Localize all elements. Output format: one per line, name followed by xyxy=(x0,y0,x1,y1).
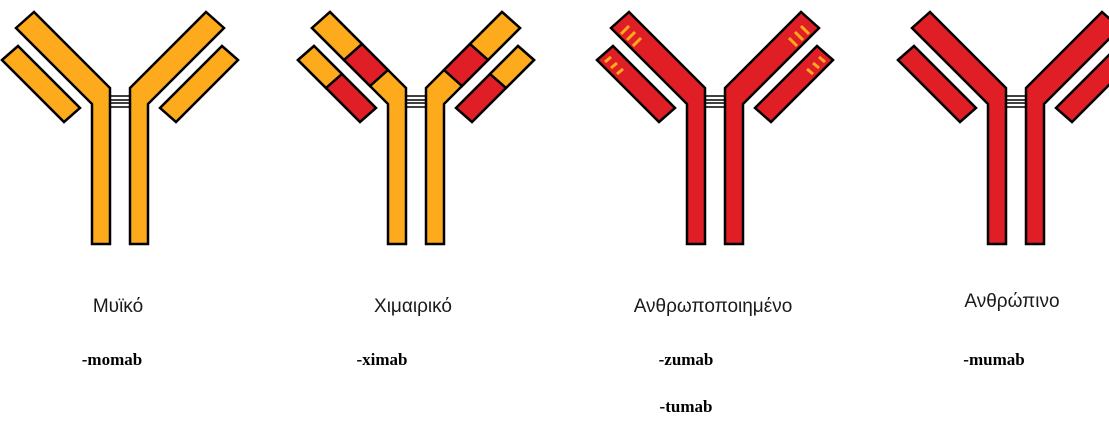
chimeric-antibody-figure xyxy=(296,0,536,260)
human-antibody-figure xyxy=(896,0,1109,260)
humanized-suffix-tumab: -tumab xyxy=(660,397,713,417)
humanized-suffix-zumab: -zumab xyxy=(659,350,714,370)
human-suffix: -mumab xyxy=(963,350,1024,370)
heavy-chain-right xyxy=(130,12,224,244)
mouse-antibody-figure xyxy=(0,0,240,260)
chimeric-suffix: -ximab xyxy=(357,350,408,370)
heavy-chain-left xyxy=(611,12,705,244)
heavy-chain-right xyxy=(725,12,819,244)
heavy-chain-right xyxy=(1026,12,1109,244)
heavy-chain-left xyxy=(912,12,1006,244)
human-label: Ανθρώπινο xyxy=(964,291,1059,313)
mouse-suffix: -momab xyxy=(82,350,142,370)
heavy-chain-left xyxy=(16,12,110,244)
humanized-label: Ανθρωποποιημένο xyxy=(634,296,793,318)
mouse-label: Μυϊκό xyxy=(93,296,143,318)
humanized-antibody-figure xyxy=(595,0,835,260)
chimeric-label: Χιμαιρικό xyxy=(374,296,452,318)
